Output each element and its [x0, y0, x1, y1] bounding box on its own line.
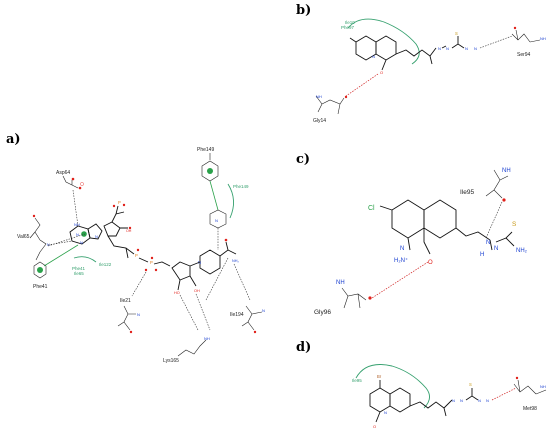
adenine-fragment: N N N NH — [47, 189, 103, 247]
ribose-phosphate: P OH P P — [103, 200, 171, 297]
panel-b: Ile10 Phe97 N O N N S N N NH Ser94 — [313, 18, 546, 124]
met98-residue: NH Met98 — [513, 376, 547, 412]
panel-c-letter: c) — [296, 152, 310, 167]
svg-text:OH: OH — [126, 229, 132, 233]
panel-d: Ile95 Br N O N N S N N NH Met98 — [352, 364, 547, 429]
label-val65: Val65 — [17, 234, 30, 240]
label-met98: Met98 — [523, 406, 537, 412]
svg-text:NH: NH — [502, 168, 511, 174]
quinolinone-d: Br N O — [369, 374, 411, 429]
svg-text:NH: NH — [316, 94, 322, 99]
label-ile194: Ile194 — [230, 312, 244, 318]
ile95-c-residue: Ile95 NH — [460, 168, 511, 239]
svg-text:N: N — [465, 46, 468, 51]
phe149-residue: Phe149 N Phe149 — [197, 147, 249, 250]
svg-text:N: N — [95, 234, 98, 239]
hyd-phe97: Phe97 — [341, 25, 355, 30]
label-lys165: Lys165 — [163, 358, 179, 364]
svg-text:P: P — [118, 200, 121, 205]
svg-text:N: N — [452, 398, 455, 403]
svg-text:N: N — [262, 308, 265, 313]
phe41-residue: Phe41 — [33, 244, 79, 290]
lys165-residue: Lys165 NH — [163, 336, 210, 364]
svg-text:N: N — [460, 398, 463, 403]
label-gly14: Gly14 — [313, 118, 326, 124]
ile194-residue: Ile194 N — [230, 305, 265, 334]
svg-text:H₂N⁺: H₂N⁺ — [394, 257, 408, 264]
svg-text:P: P — [135, 253, 138, 258]
svg-text:N: N — [384, 410, 387, 415]
hyd-ile10: Ile10 — [345, 20, 355, 25]
panel-b-letter: b) — [296, 3, 311, 18]
svg-text:S: S — [469, 382, 472, 387]
svg-text:N: N — [486, 398, 489, 403]
label-ser94: Ser94 — [517, 52, 531, 58]
svg-text:O: O — [380, 70, 383, 75]
svg-text:Br: Br — [377, 374, 382, 379]
svg-text:N: N — [494, 246, 498, 252]
gly96-residue: NH Gly96 — [314, 280, 372, 316]
svg-text:N: N — [80, 240, 83, 245]
hyd-ile95-d: Ile95 — [352, 378, 362, 383]
val65-residue: Val65 N — [17, 214, 50, 261]
hyd-ile122: Ile122 — [99, 262, 112, 267]
svg-text:HO: HO — [174, 291, 180, 295]
svg-text:N: N — [446, 46, 449, 51]
svg-text:O: O — [373, 424, 376, 429]
svg-text:N: N — [478, 398, 481, 403]
hydrophobic-arc-a1: Phe41 Ile65 Ile122 — [72, 256, 112, 276]
label-gly96: Gly96 — [314, 309, 331, 316]
panel-d-letter: d) — [296, 340, 311, 355]
gly14-residue: NH Gly14 — [313, 94, 348, 124]
val65-n: N — [47, 242, 50, 247]
hyd-phe41: Phe41 — [72, 266, 86, 271]
panel-a-letter: a) — [6, 132, 21, 147]
svg-text:NH: NH — [204, 336, 210, 341]
svg-text:S: S — [455, 31, 458, 36]
decalin-c: Cl N H₂N⁺ O N H N S NH₂ — [368, 199, 528, 299]
svg-text:NH₂: NH₂ — [516, 248, 528, 254]
asp64-residue: Asp64 — [56, 170, 84, 190]
svg-text:O: O — [428, 260, 433, 266]
svg-text:N: N — [438, 46, 441, 51]
label-ile95-c: Ile95 — [460, 189, 474, 196]
ser94-residue: NH Ser94 — [511, 26, 546, 58]
svg-text:P: P — [150, 260, 153, 265]
label-phe149-top: Phe149 — [197, 147, 214, 153]
svg-text:N: N — [486, 240, 490, 246]
quinoline-b: N O — [345, 35, 397, 97]
svg-text:NH: NH — [540, 36, 546, 41]
svg-text:N: N — [474, 46, 477, 51]
svg-text:NH: NH — [74, 222, 80, 227]
svg-text:N: N — [215, 218, 218, 223]
svg-text:OH: OH — [194, 289, 200, 293]
label-ile21: Ile21 — [120, 298, 131, 304]
label-phe41: Phe41 — [33, 284, 48, 290]
svg-text:S: S — [512, 221, 517, 228]
svg-text:NH₂: NH₂ — [232, 259, 239, 263]
svg-text:N: N — [372, 54, 375, 59]
hyd-ile65: Ile65 — [74, 271, 84, 276]
svg-text:NH: NH — [336, 280, 345, 286]
ile21-residue: Ile21 N — [117, 298, 140, 334]
svg-text:H: H — [480, 252, 484, 258]
nicotinamide-ribose: HO OH — [171, 261, 211, 331]
svg-text:N: N — [76, 232, 79, 237]
panel-c: Ile95 NH Cl N H₂N⁺ O N H N S NH₂ N — [314, 168, 528, 316]
nicotinamide-ring: N NH₂ — [189, 238, 251, 301]
hyd-phe149: Phe149 — [233, 184, 249, 189]
panel-a: Asp64 Val65 N Phe41 N N N NH — [17, 147, 265, 364]
svg-text:N: N — [137, 312, 140, 317]
svg-text:Cl: Cl — [368, 205, 375, 212]
label-asp64: Asp64 — [56, 170, 70, 176]
svg-text:NH: NH — [540, 384, 546, 389]
svg-text:N: N — [400, 246, 404, 252]
